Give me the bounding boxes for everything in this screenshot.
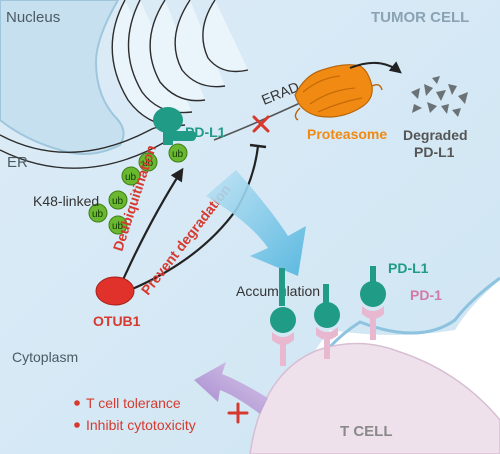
outcome-t-cell-tolerance: T cell tolerance: [86, 395, 181, 411]
otub1-label: OTUB1: [93, 313, 141, 329]
inhibition-x-icon: [227, 402, 249, 424]
erad-block-x-icon: [252, 115, 270, 133]
deubiquitination-arrow: [120, 167, 184, 283]
pdl1-membrane-label: PD-L1: [388, 260, 429, 276]
ub-circle: [168, 143, 188, 163]
erad-pathway-line: [213, 102, 301, 141]
degradation-arrow: [349, 61, 402, 74]
tumor-cell-label: TUMOR CELL: [371, 9, 469, 26]
ub-text: ub: [172, 149, 184, 160]
ub-circle: [138, 152, 158, 172]
er-label: ER: [7, 154, 28, 171]
pdl1-pd1-pair: [360, 266, 386, 340]
ub-circle: [108, 190, 128, 210]
degraded-label-line1: Degraded: [403, 127, 468, 143]
proteasome-label: Proteasome: [307, 126, 387, 142]
degraded-label-line2: PD-L1: [414, 144, 455, 160]
k48-linked-label: K48-linked: [33, 193, 99, 209]
degraded-fragments-icon: [411, 76, 468, 117]
ub-text: ub: [92, 209, 104, 220]
ub-text: ub: [125, 172, 137, 183]
pdl1-pd1-pair: [270, 268, 296, 366]
tolerance-arrow: [194, 362, 268, 414]
prevent-degradation-bar: [249, 143, 267, 149]
ub-text: ub: [112, 196, 124, 207]
accumulation-label: Accumulation: [236, 283, 320, 299]
pdl1-pd1-pair: [314, 284, 340, 359]
prevent-degradation-line: [129, 145, 260, 292]
pdl1-er-label: PD-L1: [185, 124, 226, 140]
er-membranes: [0, 0, 249, 169]
cytoplasm-label: Cytoplasm: [12, 349, 78, 365]
nucleus-region: [0, 0, 125, 155]
ub-text: ub: [112, 221, 124, 232]
ub-circle: [108, 215, 128, 235]
proteasome-icon: [294, 64, 383, 121]
ub-text: ub: [142, 158, 154, 169]
outcome-bullet: [74, 422, 80, 428]
outcome-inhibit-cytotoxicity: Inhibit cytotoxicity: [86, 417, 196, 433]
otub1-icon: [95, 276, 135, 306]
ub-circle: [121, 166, 141, 186]
ub-chain: ub ub ub ub ub ub: [88, 143, 188, 235]
pd1-label: PD-1: [410, 287, 442, 303]
accumulation-arrow: [206, 170, 306, 276]
pdl1-er-protein-icon: [153, 107, 196, 145]
t-cell-label: T CELL: [340, 423, 393, 440]
t-cell-body: [249, 342, 500, 454]
outcome-bullet: [74, 400, 80, 406]
ub-circle: [88, 203, 108, 223]
nucleus-label: Nucleus: [6, 9, 60, 26]
